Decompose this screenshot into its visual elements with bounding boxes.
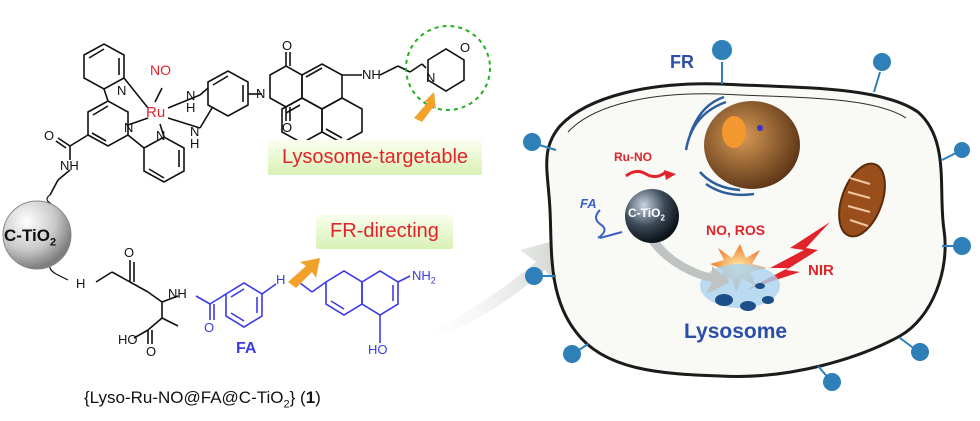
ru-no-arrow <box>625 169 667 179</box>
h-label-1: H <box>186 100 196 115</box>
nh2-label: NH2 <box>412 268 436 286</box>
morpholine-n-label: N <box>426 70 436 85</box>
morpholine-o-label: O <box>460 40 471 55</box>
imide-n-label: N <box>256 86 266 101</box>
no-label: NO <box>150 62 171 78</box>
folate-receptors <box>523 40 971 391</box>
n-label-3: N <box>156 128 166 143</box>
amide-nh-label-3: NH <box>168 286 187 301</box>
fa-o-label: O <box>204 320 215 335</box>
no-ros-label: NO, ROS <box>706 222 766 238</box>
mitochondrion <box>838 162 886 238</box>
c-tio2-nanoparticle <box>2 200 72 270</box>
nir-label: NIR <box>808 262 834 279</box>
targeting-arrow-fr <box>288 258 320 288</box>
nir-lightning <box>746 222 830 290</box>
folic-acid-structure <box>195 270 411 343</box>
c-tio2-label: C-TiO2 <box>4 226 57 249</box>
ru-no-label: Ru-NO <box>614 150 652 164</box>
targeting-arrow-lysosome <box>414 92 436 122</box>
lysosome-targetable-tag: Lysosome-targetable <box>268 140 483 175</box>
nucleus <box>704 101 800 189</box>
cell-tio2-particle <box>625 189 679 243</box>
amide-nh-label-1: NH <box>60 158 79 173</box>
n-label-2: N <box>124 120 134 135</box>
o-label-1: O <box>282 38 293 53</box>
carboxylic-acid <box>133 329 153 344</box>
internalization-arrow <box>646 236 730 294</box>
ho-label: HO <box>368 342 388 357</box>
amide-o-label-1: O <box>44 128 55 143</box>
lysosome-label: Lysosome <box>684 320 788 343</box>
endoplasmic-reticulum <box>684 95 755 197</box>
fr-directing-tag: FR-directing <box>316 214 453 249</box>
nh-label-1: N <box>186 88 196 103</box>
ru-label: Ru <box>146 104 166 121</box>
n-label-1: N <box>117 83 127 98</box>
fa-nh-label: H <box>276 272 286 287</box>
fa-cell-label: FA <box>580 196 597 211</box>
fa-ligand <box>595 209 623 239</box>
cell-tio2-label: C-TiO2 <box>628 206 665 223</box>
h-label-2: H <box>190 136 200 151</box>
o-label-2: O <box>282 120 293 135</box>
n-label-4: N <box>190 124 200 139</box>
fr-label: FR <box>670 52 694 72</box>
cell-illustration <box>523 40 971 391</box>
fa-label: FA <box>236 340 257 357</box>
morpholine-highlight <box>405 25 491 111</box>
cell-membrane <box>545 82 947 378</box>
amide-nh-label-2: H <box>76 276 86 291</box>
transition-arrow <box>408 236 572 344</box>
amide-o-label-2: O <box>124 245 135 260</box>
hooc-label: HO <box>118 332 138 347</box>
nh-label-2: NH <box>362 67 381 82</box>
acid-o-label: O <box>146 344 157 359</box>
compound-caption: {Lyso-Ru-NO@FA@C-TiO2} (1) <box>84 388 321 411</box>
